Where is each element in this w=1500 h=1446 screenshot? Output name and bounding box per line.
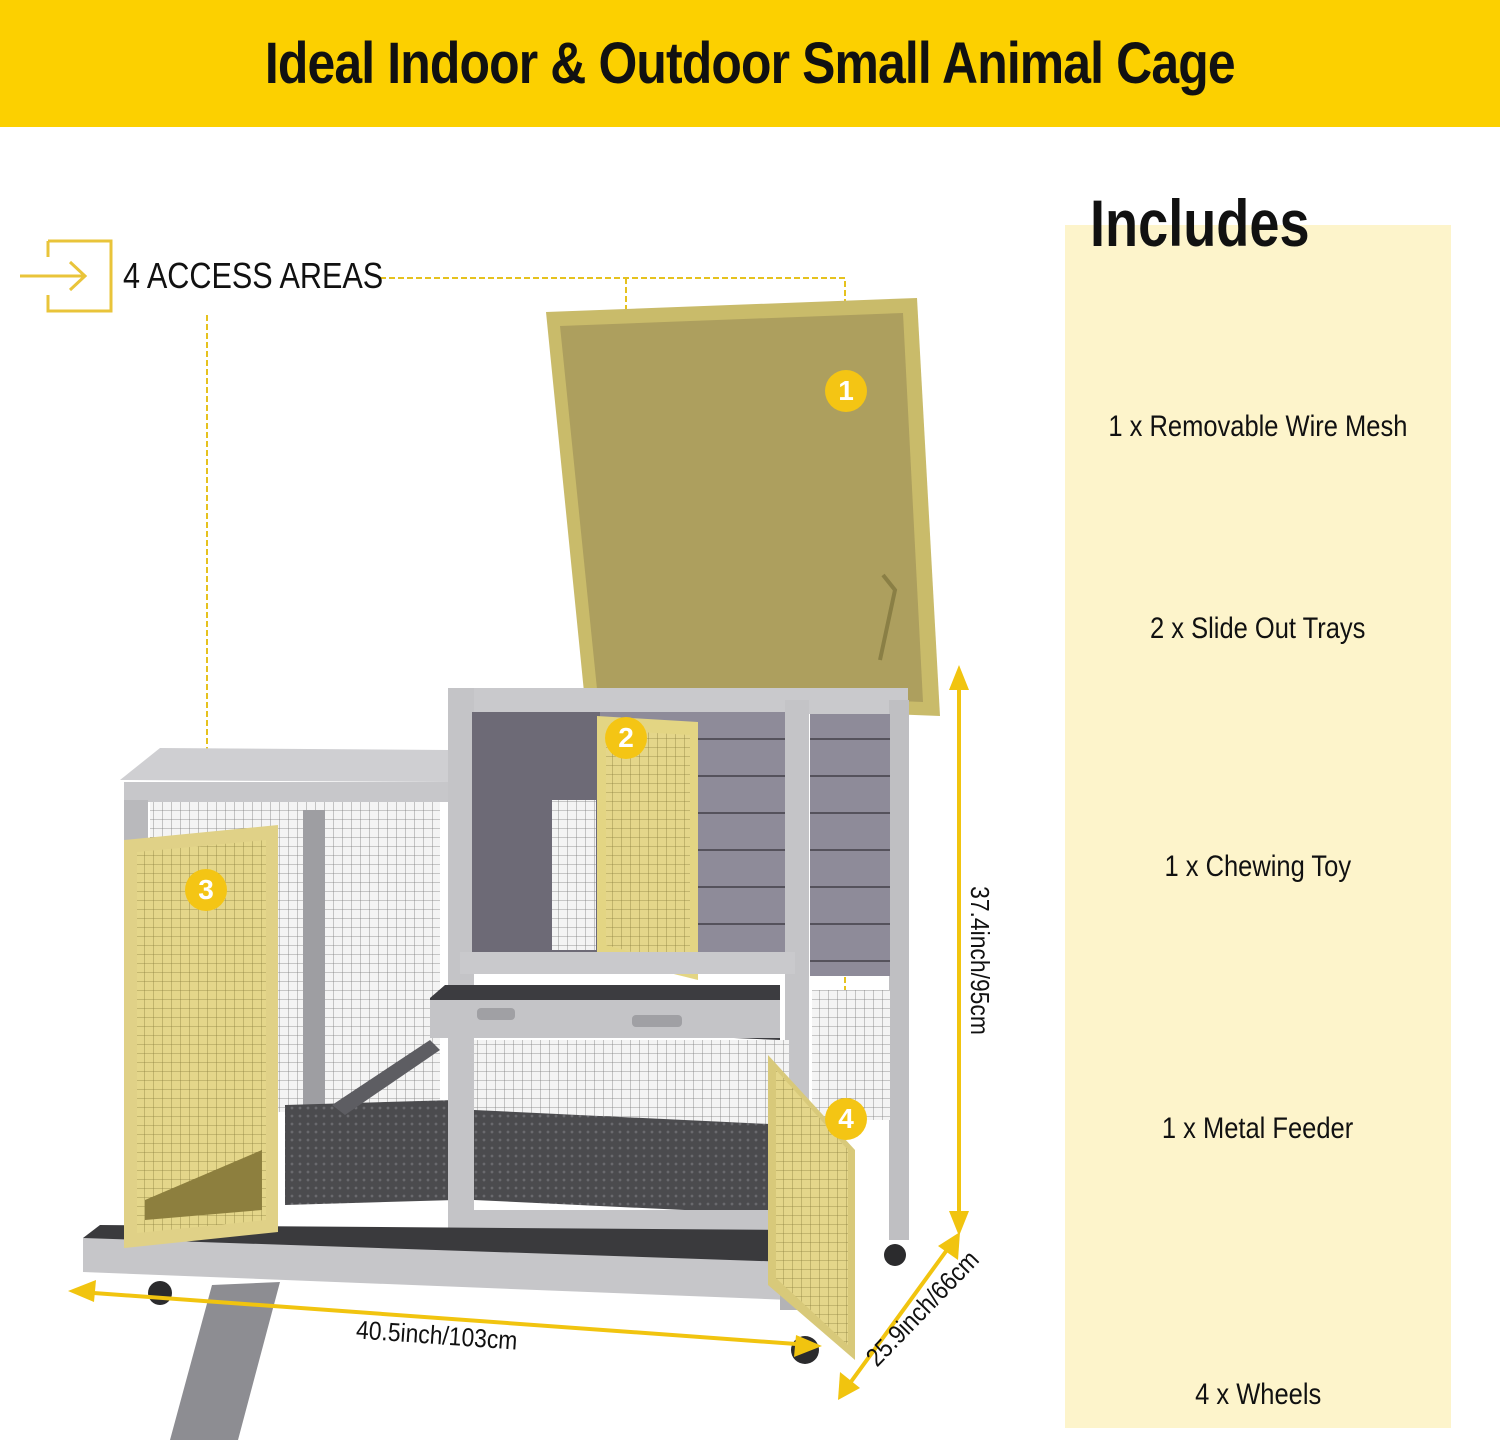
include-item-label: 1 x Chewing Toy	[1164, 850, 1352, 883]
dimension-height-label: 37.4inch/95cm	[965, 886, 996, 1035]
includes-title: Includes	[1090, 186, 1310, 260]
dimension-arrows	[68, 665, 969, 1400]
access-badge-4: 4	[825, 1098, 867, 1140]
access-badge-2: 2	[605, 717, 647, 759]
include-item-label: 2 x Slide Out Trays	[1150, 612, 1366, 645]
include-item-feeder: 1 x Metal Feeder	[1065, 1112, 1451, 1146]
include-item-chew-toy: 1 x Chewing Toy	[1065, 850, 1451, 884]
enter-arrow-icon	[20, 239, 113, 313]
include-item-label: 1 x Metal Feeder	[1162, 1112, 1354, 1145]
access-areas-label: 4 ACCESS AREAS	[123, 255, 384, 296]
include-item-label: 1 x Removable Wire Mesh	[1108, 410, 1408, 443]
include-item-trays: 2 x Slide Out Trays	[1065, 612, 1451, 646]
include-item-wire-mesh: 1 x Removable Wire Mesh	[1065, 410, 1451, 444]
includes-panel	[1065, 225, 1451, 1428]
header-banner: Ideal Indoor & Outdoor Small Animal Cage	[0, 0, 1500, 127]
access-badge-3: 3	[185, 869, 227, 911]
include-item-label: 4 x Wheels	[1194, 1378, 1322, 1411]
page-title: Ideal Indoor & Outdoor Small Animal Cage	[265, 31, 1236, 96]
include-item-wheels: 4 x Wheels	[1065, 1378, 1451, 1412]
access-badge-1: 1	[825, 370, 867, 412]
